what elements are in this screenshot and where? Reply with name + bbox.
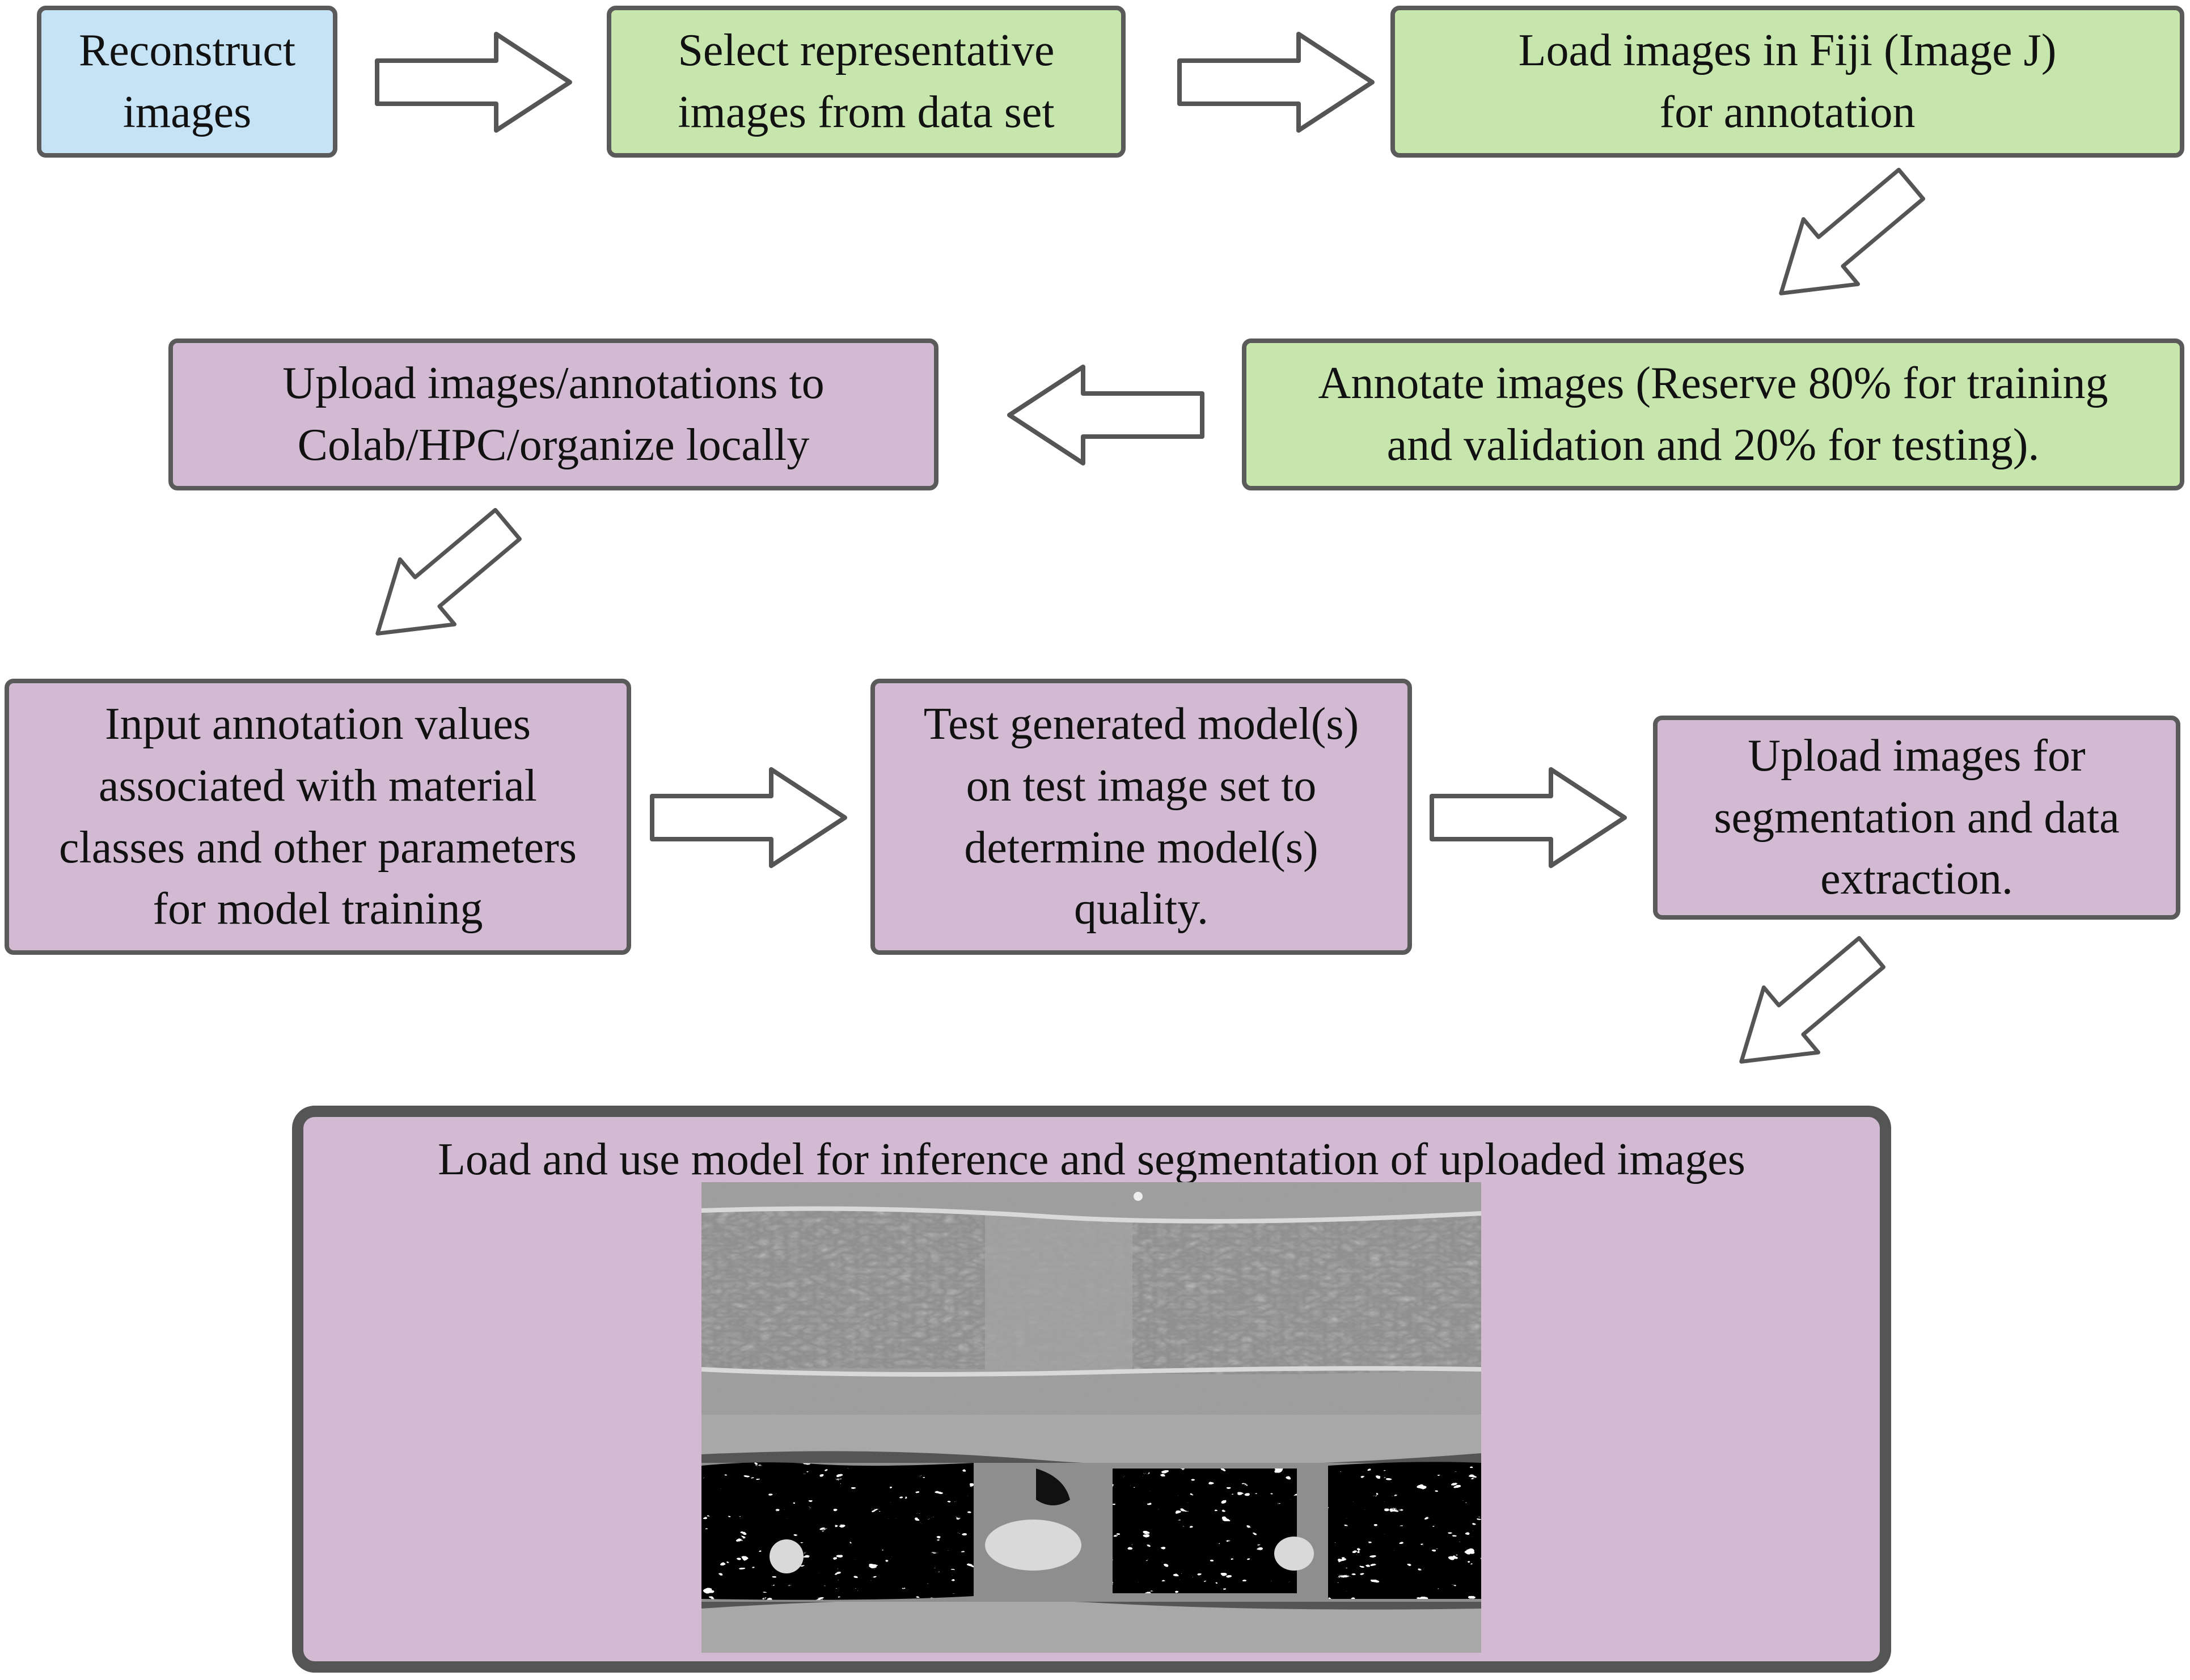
step-select-images: Select representative images from data s… [607, 6, 1126, 158]
step-upload-for-segmentation: Upload images for segmentation and data … [1653, 716, 2180, 920]
final-step-title: Load and use model for inference and seg… [438, 1135, 1745, 1184]
ct-and-segmentation-image [701, 1182, 1481, 1653]
step-label: Upload images/annotations to Colab/HPC/o… [282, 358, 825, 470]
step-label: Input annotation values associated with … [59, 699, 577, 934]
arrow-down-left-icon [1714, 920, 1899, 1094]
step-annotate-images: Annotate images (Reserve 80% for trainin… [1242, 338, 2184, 490]
arrow-left-icon [1009, 367, 1202, 463]
arrow-right-icon [377, 34, 570, 130]
step-reconstruct-images: Reconstruct images [37, 6, 337, 158]
step-label: Load images in Fiji (Image J) for annota… [1518, 26, 2057, 137]
arrow-right-icon [652, 769, 845, 866]
step-input-annotation-values: Input annotation values associated with … [5, 679, 631, 955]
step-test-models: Test generated model(s) on test image se… [870, 679, 1412, 955]
arrow-right-icon [1432, 769, 1625, 866]
step-label: Select representative images from data s… [678, 26, 1055, 137]
step-upload-annotations: Upload images/annotations to Colab/HPC/o… [168, 338, 938, 490]
step-label: Test generated model(s) on test image se… [923, 699, 1359, 934]
arrow-right-icon [1179, 34, 1372, 130]
step-label: Annotate images (Reserve 80% for trainin… [1318, 358, 2108, 470]
segmentation-map-image [701, 1415, 1481, 1653]
arrow-down-left-icon [350, 492, 535, 666]
step-label: Upload images for segmentation and data … [1714, 730, 2120, 904]
step-label: Reconstruct images [78, 26, 296, 137]
arrow-down-left-icon [1754, 152, 1938, 326]
step-load-in-fiji: Load images in Fiji (Image J) for annota… [1390, 6, 2184, 158]
ct-slice-image [701, 1182, 1481, 1415]
